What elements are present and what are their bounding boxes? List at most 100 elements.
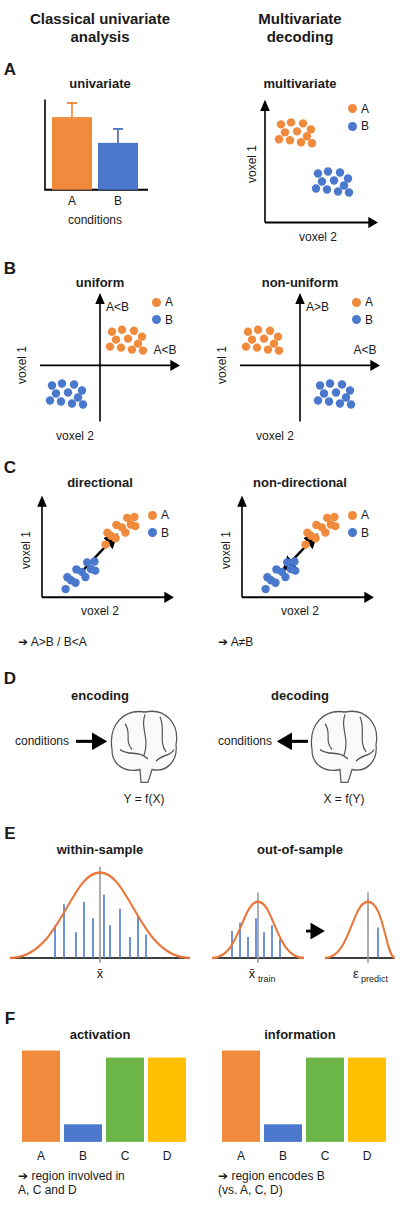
- legend-swatch: [152, 315, 161, 324]
- axis-label: C: [321, 1149, 330, 1163]
- legend-item: B: [348, 526, 369, 540]
- scatter-dot: [308, 139, 316, 147]
- scatter-dot: [106, 342, 114, 350]
- axis-label: A<B: [353, 343, 376, 357]
- scatter-dot: [111, 534, 119, 542]
- axis-label: A: [237, 1149, 245, 1163]
- scatter-dot: [117, 343, 125, 351]
- panel-letter: C: [4, 458, 16, 478]
- axis-label: A<B: [106, 300, 129, 314]
- bar-chart: [22, 1051, 386, 1142]
- scatter-dot: [101, 540, 109, 548]
- scatter-dot: [291, 566, 299, 574]
- axis-label: voxel 2: [56, 428, 94, 442]
- scatter-dot: [264, 345, 272, 353]
- scatter-dot: [318, 177, 326, 185]
- legend-swatch: [348, 122, 357, 131]
- axis-label: voxel 1: [215, 346, 229, 384]
- panel-title: information: [264, 1028, 336, 1044]
- panel-title: decoding: [271, 688, 329, 704]
- legend-item: B: [352, 313, 373, 327]
- scatter-dot: [336, 168, 344, 176]
- legend-text: B: [365, 313, 373, 327]
- axis-label: D: [363, 1149, 372, 1163]
- subscript: train: [258, 974, 276, 985]
- statistic: x̄: [97, 967, 104, 983]
- scatter-dot: [331, 522, 339, 530]
- legend-item: A: [348, 508, 369, 522]
- scatter-dot: [74, 393, 82, 401]
- legend-swatch: [148, 528, 157, 537]
- legend-item: B: [152, 313, 173, 327]
- scatter-dot: [314, 396, 322, 404]
- scatter-dot: [323, 185, 331, 193]
- legend-swatch: [152, 298, 161, 307]
- scatter-dot: [347, 400, 355, 408]
- effect-arrows: [76, 535, 322, 931]
- bar-chart: [52, 103, 138, 190]
- axis-label: voxel 2: [281, 604, 319, 618]
- conclusion: ➔ region involved in A, C and D: [18, 1168, 136, 1197]
- legend-item: A: [348, 102, 369, 116]
- scatter-dot: [68, 399, 76, 407]
- column-title: Classical univariate analysis: [20, 10, 180, 46]
- scatter-dot: [121, 528, 129, 536]
- scatter-dot: [321, 528, 329, 536]
- panel-title: encoding: [71, 688, 129, 704]
- scatter-dot: [91, 566, 99, 574]
- scatter-dot: [342, 393, 350, 401]
- legend-text: B: [161, 526, 169, 540]
- scatter-dot: [275, 135, 283, 143]
- axes: [40, 100, 378, 598]
- scatter-dot: [112, 335, 120, 343]
- axis-label: B: [114, 194, 122, 208]
- scatter-dot: [330, 176, 338, 184]
- scatter-dot: [314, 169, 322, 177]
- panel-title: multivariate: [264, 77, 337, 93]
- conclusion: ➔ A>B / B<A: [18, 635, 87, 649]
- scatter-dot: [324, 167, 332, 175]
- scatter-dot: [290, 557, 298, 565]
- scatter-dot: [64, 388, 72, 396]
- scatter-dot: [334, 187, 342, 195]
- legend-item: A: [352, 295, 373, 309]
- scatter-dot: [332, 388, 340, 396]
- scatter-dot: [325, 397, 333, 405]
- scatter-dot: [266, 326, 274, 334]
- legend-swatch: [148, 511, 157, 520]
- scatter-dot: [70, 380, 78, 388]
- axis-label: A: [37, 1149, 45, 1163]
- scatter-dot: [316, 381, 324, 389]
- scatter-dot: [338, 380, 346, 388]
- panel-title: out-of-sample: [257, 842, 343, 858]
- legend-text: A: [361, 508, 369, 522]
- axis-label: voxel 2: [299, 229, 337, 243]
- scatter-dot: [260, 334, 268, 342]
- scatter-dot: [275, 346, 283, 354]
- distributions: [10, 867, 395, 963]
- panel-title: non-directional: [253, 475, 347, 491]
- scatter-dot: [287, 118, 295, 126]
- scatter-dot: [303, 132, 311, 140]
- scatter-dot: [81, 573, 89, 581]
- axis-label: voxel 2: [256, 428, 294, 442]
- scatter-dot: [71, 579, 79, 587]
- formula: Y = f(X): [124, 792, 165, 806]
- legend-text: A: [161, 508, 169, 522]
- legend-text: A: [361, 102, 369, 116]
- conclusion: ➔ region encodes B (vs. A, C, D): [218, 1168, 336, 1197]
- input-label: conditions: [15, 734, 69, 748]
- panel-letter: F: [5, 1009, 15, 1029]
- scatter-dot: [340, 181, 348, 189]
- scatter-dot: [52, 389, 60, 397]
- scatter-dot: [248, 335, 256, 343]
- panel-title: non-uniform: [262, 276, 339, 292]
- legend-text: B: [165, 313, 173, 327]
- scatter-dot: [270, 339, 278, 347]
- axis-label: B: [279, 1149, 287, 1163]
- subscript: predict: [361, 974, 388, 985]
- axis-label: conditions: [68, 213, 122, 227]
- legend-text: A: [165, 295, 173, 309]
- legend-swatch: [348, 104, 357, 113]
